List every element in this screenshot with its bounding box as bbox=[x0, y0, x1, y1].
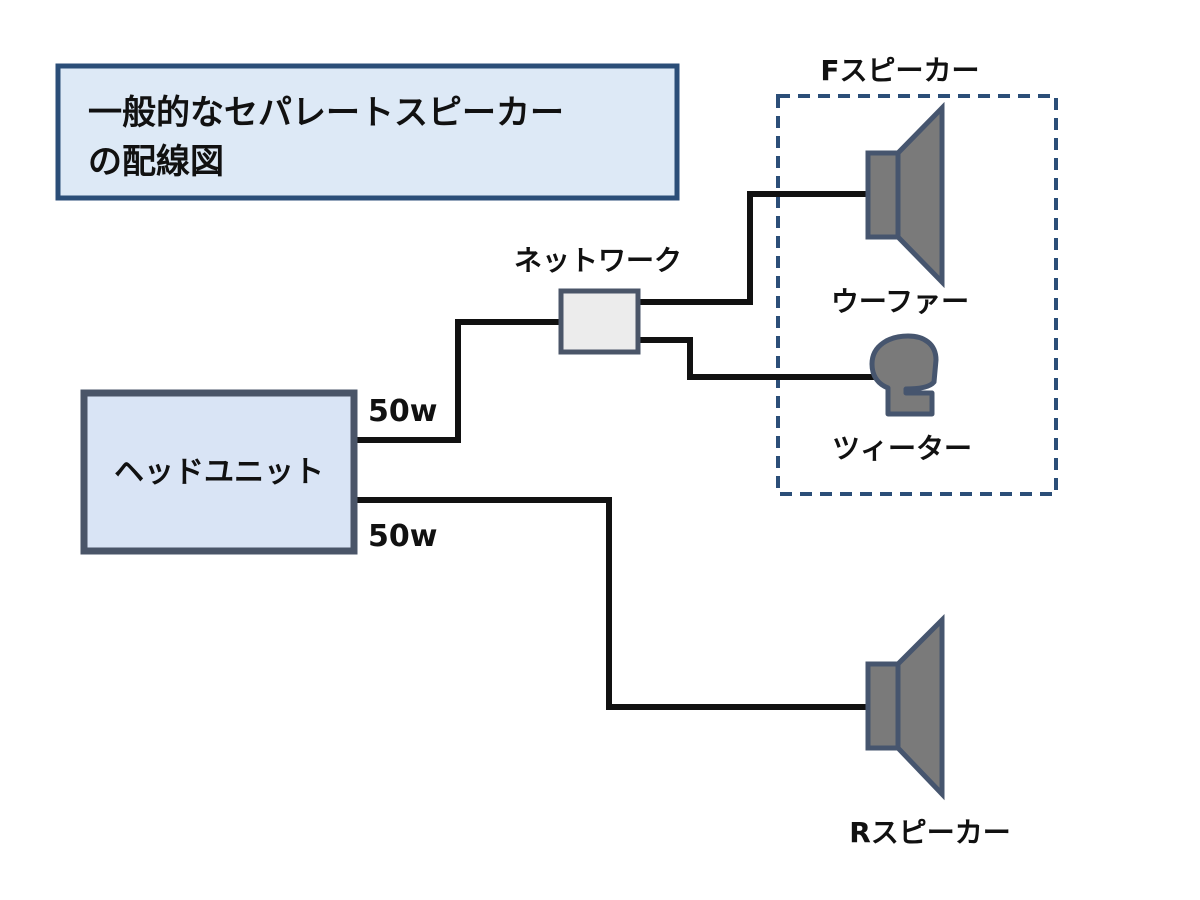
tweeter: ツィーター bbox=[832, 333, 972, 465]
woofer: ウーファー bbox=[831, 101, 969, 318]
head-unit-label: ヘッドユニット bbox=[114, 455, 324, 490]
rear-power-label: 50w bbox=[368, 519, 437, 554]
wire-head-to-network bbox=[356, 319, 560, 443]
network: ネットワーク bbox=[514, 244, 682, 355]
title-box: 一般的なセパレートスピーカー の配線図 bbox=[55, 63, 680, 201]
network-box bbox=[558, 288, 641, 355]
head-unit-box bbox=[80, 389, 358, 555]
speaker-cone-icon bbox=[865, 613, 945, 801]
wiring bbox=[356, 191, 874, 710]
title-line-2: の配線図 bbox=[88, 142, 224, 182]
woofer-label: ウーファー bbox=[831, 285, 969, 318]
rear-speaker-label: Rスピーカー bbox=[849, 816, 1011, 849]
head-unit: ヘッドユニット bbox=[80, 389, 358, 555]
tweeter-label: ツィーター bbox=[832, 432, 972, 465]
rear-speaker: Rスピーカー bbox=[849, 613, 1011, 849]
title-box-frame bbox=[55, 63, 680, 201]
front-speaker-group: Fスピーカー bbox=[776, 54, 1058, 496]
front-speaker-label: Fスピーカー bbox=[820, 54, 979, 87]
speaker-cone-icon bbox=[865, 101, 945, 289]
network-label: ネットワーク bbox=[514, 244, 682, 277]
wire-head-to-rear bbox=[356, 497, 868, 710]
title-line-1: 一般的なセパレートスピーカー bbox=[88, 93, 564, 133]
wire-network-to-tweeter bbox=[638, 337, 874, 380]
front-power-label: 50w bbox=[368, 394, 437, 429]
wire-network-to-woofer bbox=[638, 191, 868, 305]
tweeter-dome-icon bbox=[869, 333, 939, 417]
